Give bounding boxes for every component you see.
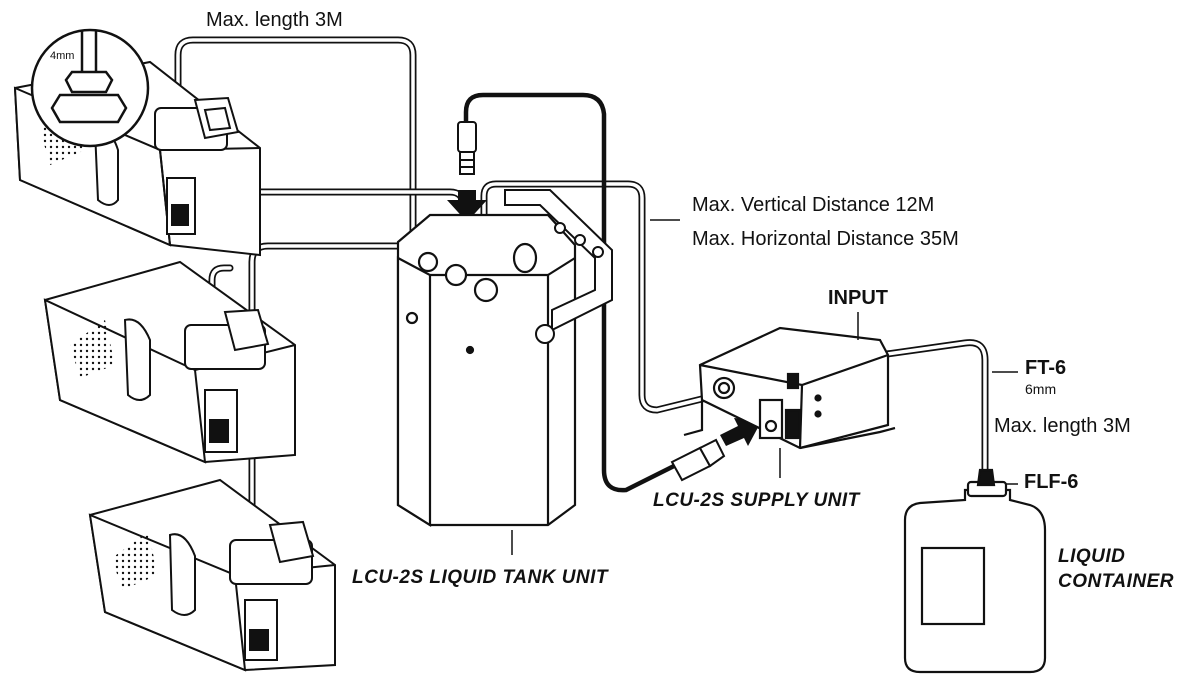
machine3-dots (112, 532, 158, 590)
arrow-down-icon (447, 190, 487, 222)
supply-unit (683, 326, 896, 450)
tube-tank-to-supply (480, 180, 722, 414)
max-horizontal-label: Max. Horizontal Distance 35M (692, 228, 959, 250)
fog-machine-2 (43, 260, 296, 464)
tube-machine1-to-tank (174, 36, 417, 244)
signal-plug-top (457, 121, 477, 175)
supply-unit-label: LCU-2S SUPPLY UNIT (653, 490, 860, 511)
liquid-container-label-line1: LIQUID (1058, 546, 1126, 567)
max-length-top-label: Max. length 3M (206, 9, 343, 31)
liquid-container-label-line2: CONTAINER (1058, 571, 1175, 592)
flf6-label: FLF-6 (1024, 471, 1079, 493)
machine2-dots (70, 320, 115, 378)
ft6-label: FT-6 (1025, 357, 1067, 379)
signal-plug-bottom (670, 438, 726, 482)
detail-magnifier (30, 28, 150, 148)
liquid-tank-unit (396, 213, 577, 527)
max-length-right-label: Max. length 3M (994, 415, 1131, 437)
tank-unit-label: LCU-2S LIQUID TANK UNIT (352, 567, 609, 588)
ft6-size-label: 6mm (1025, 381, 1057, 397)
signal-cable (463, 92, 679, 493)
max-vertical-label: Max. Vertical Distance 12M (692, 194, 935, 216)
tube-supply-to-container (876, 339, 989, 474)
tube-machine2-to-tank (208, 264, 234, 322)
mounting-bracket (504, 189, 613, 344)
detail-size-label: 4mm (50, 50, 75, 62)
input-label: INPUT (828, 287, 888, 309)
liquid-container (903, 468, 1047, 674)
